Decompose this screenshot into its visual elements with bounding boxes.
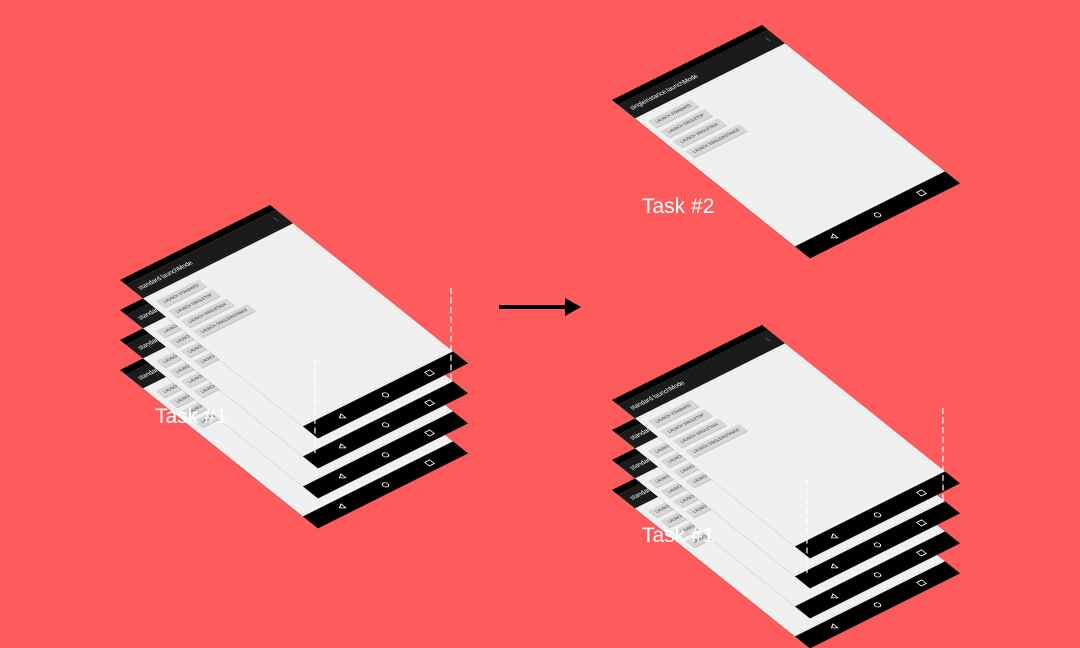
back-icon <box>830 623 840 629</box>
back-icon <box>338 413 348 419</box>
phone-screen: standard launchMode ⋮ LAUNCH STANDARD LA… <box>612 355 960 589</box>
nav-bar <box>795 471 960 559</box>
phone-screen: standard launchMode ⋮ LAUNCH STANDARD LA… <box>612 385 960 619</box>
task-label-right-bottom: Task #1 <box>642 524 715 547</box>
home-icon <box>873 602 882 608</box>
home-icon <box>381 392 390 398</box>
recent-apps-icon <box>424 459 435 467</box>
back-icon <box>830 233 840 239</box>
home-icon <box>381 452 390 458</box>
back-icon <box>830 563 840 569</box>
arrow-right-icon <box>499 298 581 316</box>
phone-screen: standard launchMode ⋮ LAUNCH STANDARD LA… <box>120 295 468 529</box>
back-icon <box>830 593 840 599</box>
phone-screen: singleinstance launchMode ⋮ LAUNCH STAND… <box>612 25 960 259</box>
home-icon <box>381 482 390 488</box>
back-icon <box>830 533 840 539</box>
phone-screen: standard launchMode ⋮ LAUNCH STANDARD LA… <box>120 235 468 469</box>
nav-bar <box>795 531 960 619</box>
home-icon <box>873 542 882 548</box>
task-label-left: Task #1 <box>155 405 228 428</box>
home-icon <box>873 212 882 218</box>
diagram-stage: standard launchMode ⋮ LAUNCH STANDARD LA… <box>0 0 960 648</box>
recent-apps-icon <box>424 429 435 437</box>
nav-bar <box>303 441 468 529</box>
back-icon <box>338 503 348 509</box>
nav-bar <box>303 351 468 439</box>
nav-bar <box>303 411 468 499</box>
right-task-1-stack: standard launchMode ⋮ LAUNCH STANDARD LA… <box>0 0 960 648</box>
phone-screen: standard launchMode ⋮ LAUNCH STANDARD LA… <box>612 325 960 559</box>
home-icon <box>873 512 882 518</box>
back-icon <box>338 473 348 479</box>
home-icon <box>381 422 390 428</box>
stack-edge-line <box>450 288 452 380</box>
stack-edge-line <box>314 359 316 453</box>
recent-apps-icon <box>424 399 435 407</box>
overflow-menu-icon: ⋮ <box>763 336 774 344</box>
recent-apps-icon <box>424 369 435 377</box>
phone-screen: standard launchMode ⋮ LAUNCH STANDARD LA… <box>120 205 468 439</box>
recent-apps-icon <box>916 519 927 527</box>
nav-bar <box>795 171 960 259</box>
overflow-menu-icon: ⋮ <box>271 216 282 224</box>
status-bar <box>120 205 276 285</box>
back-icon <box>338 443 348 449</box>
recent-apps-icon <box>916 489 927 497</box>
phone-screen: standard launchMode ⋮ LAUNCH STANDARD LA… <box>120 265 468 499</box>
home-icon <box>873 572 882 578</box>
nav-bar <box>795 501 960 589</box>
task-label-right-top: Task #2 <box>642 195 715 218</box>
stack-edge-line <box>942 408 944 500</box>
recent-apps-icon <box>916 189 927 197</box>
left-task-stack: standard launchMode ⋮ LAUNCH STANDARD LA… <box>0 0 468 529</box>
button-list: LAUNCH STANDARD LAUNCH SINGLETOP LAUNCH … <box>648 94 752 161</box>
status-bar <box>612 325 768 405</box>
recent-apps-icon <box>916 579 927 587</box>
status-bar <box>612 25 768 105</box>
recent-apps-icon <box>916 549 927 557</box>
right-task-2-stack: singleinstance launchMode ⋮ LAUNCH STAND… <box>0 0 960 259</box>
overflow-menu-icon: ⋮ <box>763 36 774 44</box>
nav-bar <box>303 381 468 469</box>
stack-edge-line <box>806 479 808 573</box>
